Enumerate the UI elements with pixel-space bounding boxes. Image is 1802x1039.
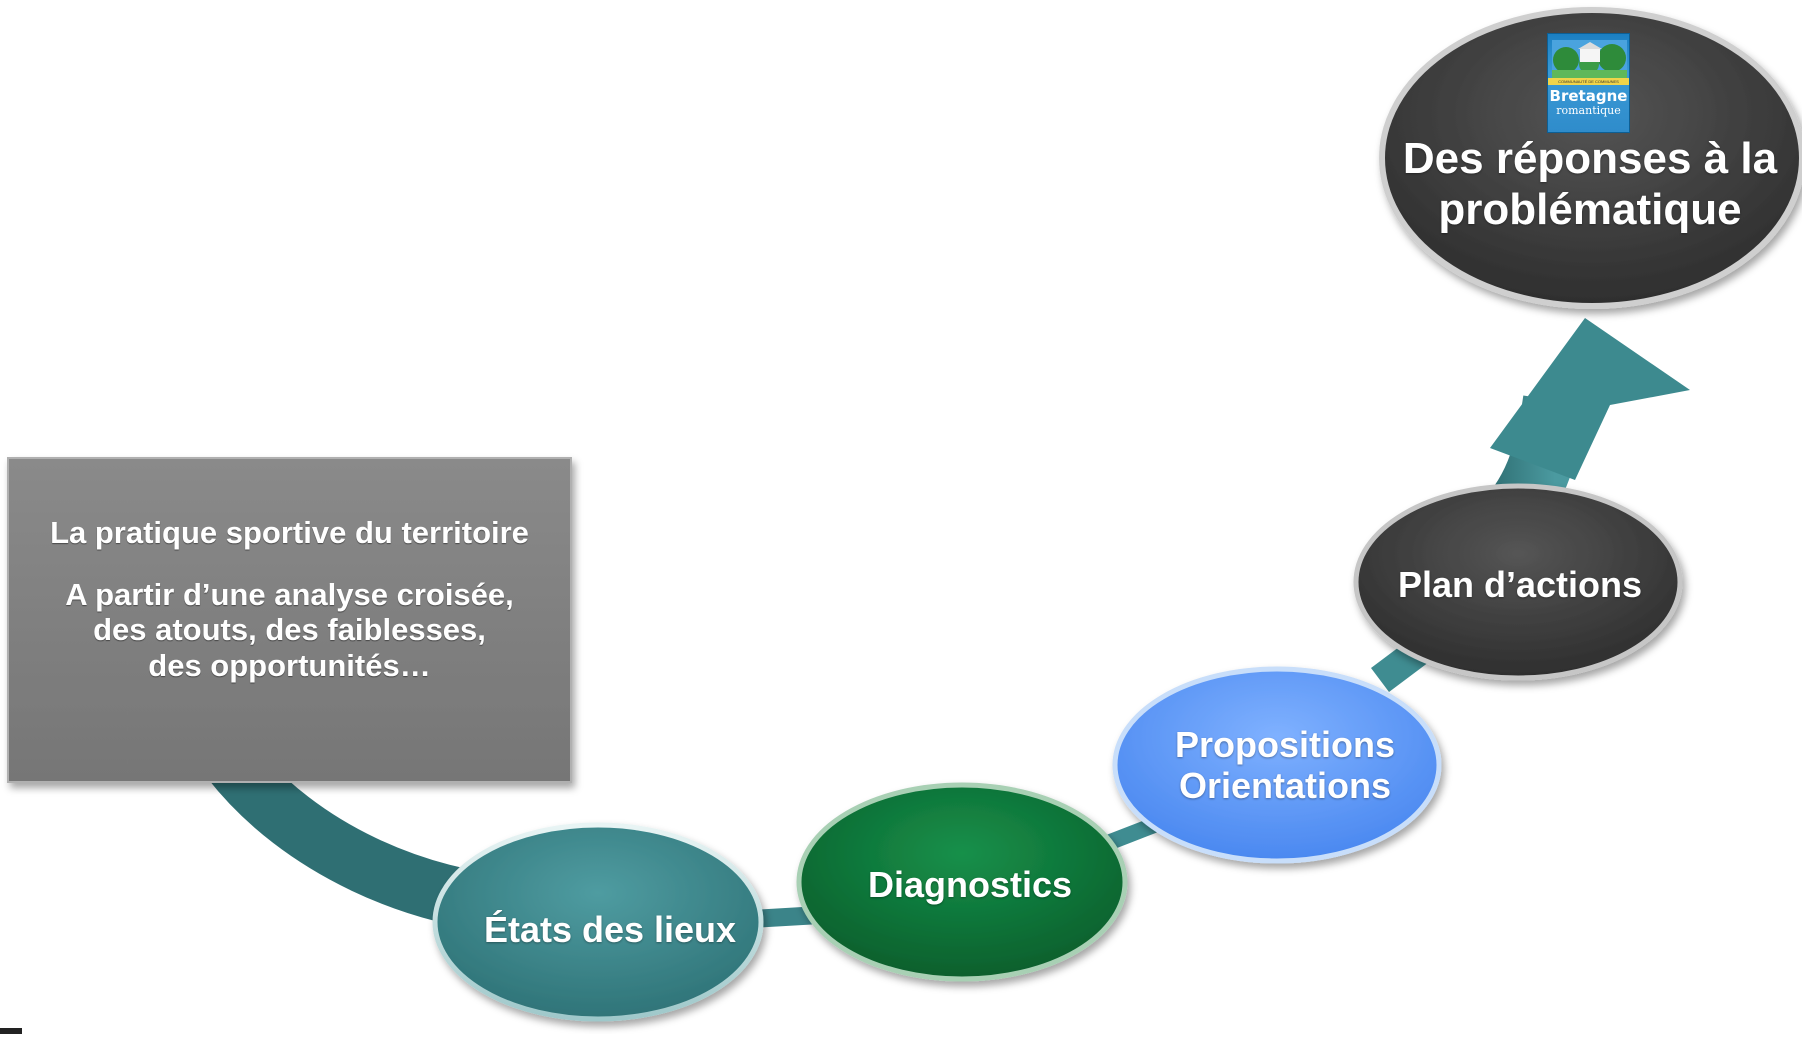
trees-castle-icon — [1552, 40, 1627, 78]
description-panel — [7, 457, 572, 783]
corner-mark — [0, 1028, 22, 1034]
arrow-head — [1490, 318, 1690, 480]
goal-circle[interactable] — [1379, 7, 1802, 309]
step-etats-des-lieux-circle[interactable] — [432, 822, 764, 1022]
logo-subtitle: romantique — [1556, 104, 1621, 117]
step-diagnostics-circle[interactable] — [796, 782, 1128, 982]
step-plan-actions-circle[interactable] — [1353, 483, 1683, 681]
step-propositions-circle[interactable] — [1112, 666, 1442, 864]
logo-name: Bretagne — [1549, 87, 1628, 105]
logo-band: COMMUNAUTÉ DE COMMUNES — [1548, 78, 1629, 85]
bretagne-romantique-logo: COMMUNAUTÉ DE COMMUNES Bretagne romantiq… — [1547, 33, 1630, 133]
